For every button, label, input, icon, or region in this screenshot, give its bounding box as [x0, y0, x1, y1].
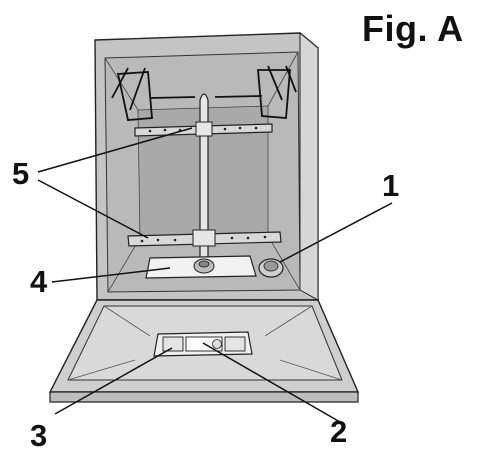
detergent-dispenser	[153, 331, 253, 357]
callout-4: 4	[30, 264, 48, 299]
callout-2: 2	[330, 414, 348, 449]
salt-container-cap	[258, 258, 284, 278]
figure-title: Fig. A	[362, 8, 464, 49]
leader-lines	[37, 127, 393, 423]
upper-spray-arm	[134, 121, 273, 137]
callout-3: 3	[30, 418, 48, 453]
leader-5-upper	[37, 127, 193, 173]
callout-5: 5	[12, 156, 30, 191]
leader-5-lower	[37, 179, 149, 239]
filter	[145, 255, 257, 279]
leader-2	[202, 342, 341, 423]
leader-3	[54, 347, 173, 415]
lower-spray-arm	[127, 229, 282, 247]
leader-4	[51, 267, 171, 283]
callout-1: 1	[382, 168, 400, 203]
upper-rack-rails	[111, 65, 297, 121]
leader-1	[279, 202, 393, 263]
